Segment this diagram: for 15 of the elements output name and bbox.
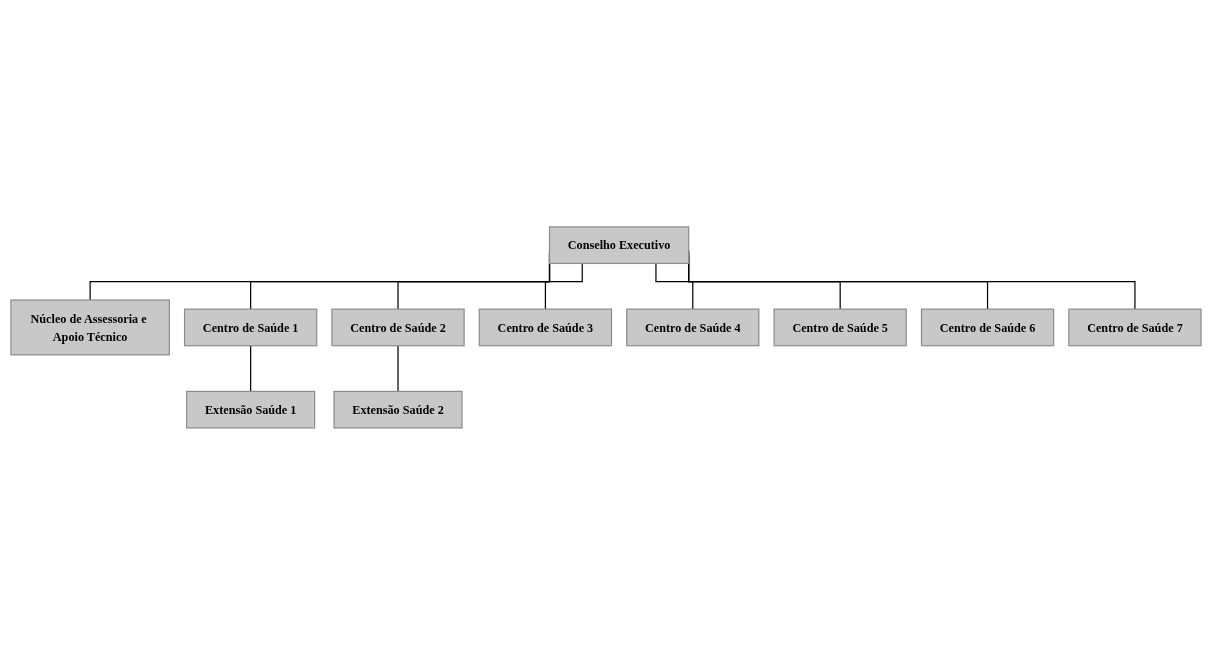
node-box <box>548 226 690 265</box>
node-box <box>626 308 760 347</box>
node-box <box>10 299 170 356</box>
connector <box>544 262 583 310</box>
node-box <box>773 308 907 347</box>
connector <box>655 262 694 310</box>
node-box <box>184 308 318 347</box>
node-box <box>331 308 465 347</box>
org-chart: Conselho Executivo Núcleo de Assessoria e Apoio Técnico Centro de Saúde 1 Centro de Saúde 2 Centro de Saúde 3 Centro de Saúde 4 Centro de Saúde 5 Centro de Saúde 6 Centro de Saúde 7 Extensão Saúde 1 Extensão Saúde 2 <box>6 222 1206 433</box>
node-box <box>186 390 316 429</box>
node-box <box>920 308 1055 347</box>
connector <box>250 345 252 393</box>
node-box <box>1068 308 1202 347</box>
node-box <box>478 308 613 347</box>
node-box <box>333 390 463 429</box>
